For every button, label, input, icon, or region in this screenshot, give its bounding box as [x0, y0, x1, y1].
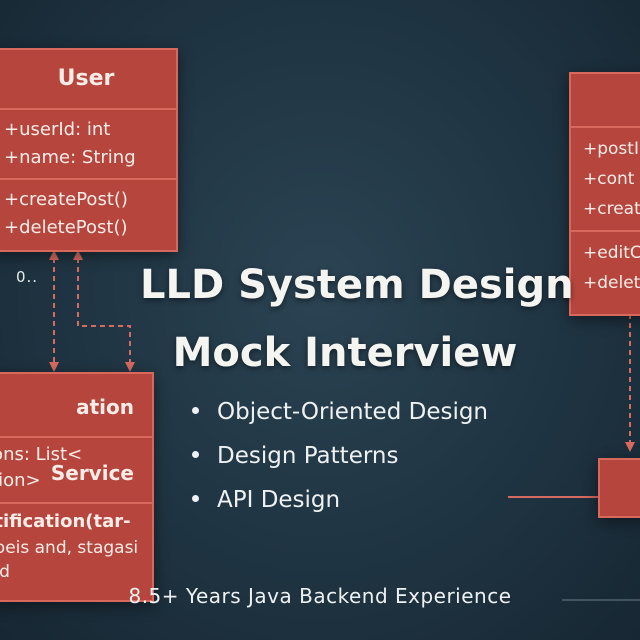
bullet-icon: [192, 451, 199, 458]
topic-label: Design Patterns: [217, 443, 399, 469]
topic-item: API Design: [192, 478, 488, 522]
user-attribute: +userId: int: [4, 119, 111, 140]
arrow-head-down-2: [125, 362, 135, 372]
notification-operation: oid: [0, 562, 10, 582]
post-class-attributes: +postI +cont +creat: [571, 126, 640, 230]
post-operation: +delet: [583, 273, 640, 293]
post-attribute: +cont: [583, 169, 635, 189]
arrow-head-down-3: [625, 442, 635, 452]
notification-attribute: tions: List<: [0, 444, 83, 465]
topic-item: Object-Oriented Design: [192, 390, 488, 434]
topic-label: Object-Oriented Design: [217, 399, 489, 425]
notification-service-operations: otification(tar- poeis and, stagasi oid: [0, 502, 152, 584]
post-attribute: +postI: [583, 139, 639, 159]
bullet-icon: [192, 495, 199, 502]
headline-line-1: LLD System Design: [140, 262, 574, 308]
topic-item: Design Patterns: [192, 434, 488, 478]
user-attribute: +name: String: [4, 147, 136, 168]
bullet-icon: [192, 407, 199, 414]
experience-footer: 8.5+ Years Java Backend Experience: [128, 584, 512, 608]
user-class-attributes: +userId: int +name: String: [0, 108, 176, 178]
post-class-box: +postI +cont +creat +editC +delet: [569, 72, 640, 316]
user-class-name: User: [57, 66, 115, 91]
post-operation: +editC: [583, 243, 640, 263]
user-operation: +createPost(): [4, 189, 128, 210]
user-class-box: User +userId: int +name: String +createP…: [0, 48, 178, 252]
user-class-operations: +createPost() +deletePost(): [0, 178, 176, 250]
notification-service-class-box: ation Service tions: List< ation> otific…: [0, 372, 154, 602]
user-operation: +deletePost(): [4, 217, 128, 238]
arrow-head-up-1: [49, 250, 59, 260]
notification-attribute: ation>: [0, 470, 41, 491]
post-class-operations: +editC +delet: [571, 230, 640, 298]
user-dependency-connector: [77, 258, 131, 366]
notification-operation: otification(tar-: [0, 511, 131, 532]
topic-list: Object-Oriented Design Design Patterns A…: [192, 390, 488, 522]
multiplicity-label: 0..: [16, 268, 39, 286]
small-class-box: [598, 458, 640, 518]
arrow-head-down-1: [49, 362, 59, 372]
notification-service-attributes: tions: List< ation>: [0, 436, 152, 502]
topic-label: API Design: [217, 487, 341, 513]
post-class-name: [571, 74, 640, 126]
headline-line-2: Mock Interview: [172, 330, 518, 376]
arrow-head-up-2: [73, 250, 83, 260]
notification-service-class-name: ation Service: [50, 395, 134, 485]
notification-operation: poeis and, stagasi: [0, 538, 139, 558]
post-attribute: +creat: [583, 199, 640, 219]
